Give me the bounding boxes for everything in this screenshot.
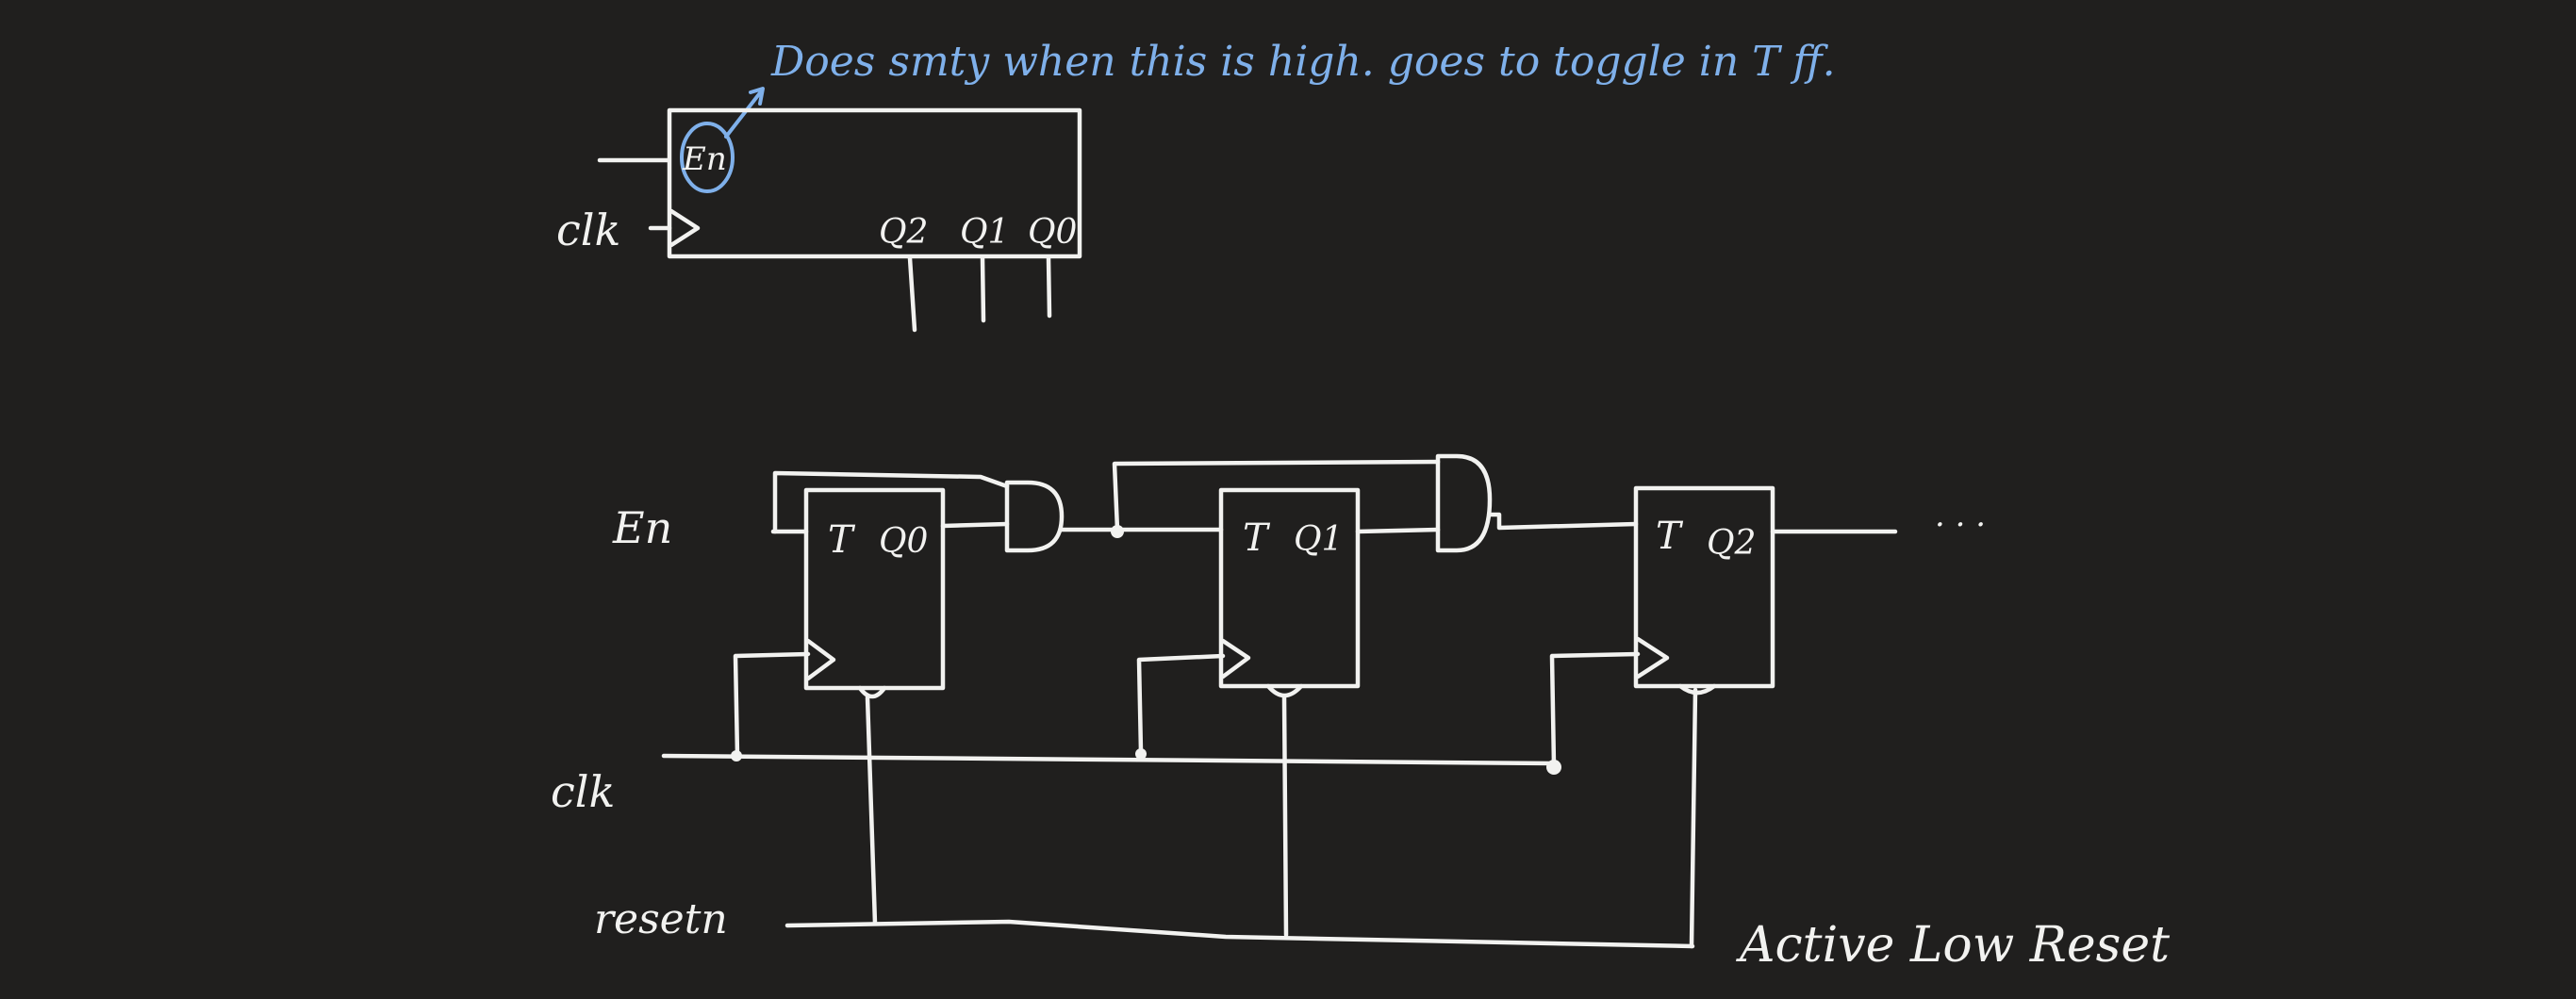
ff2-clock-triangle	[1635, 636, 1670, 680]
block-clock-triangle	[669, 208, 701, 248]
ff1-input-label: T	[1243, 516, 1271, 560]
block-output-q2-wire	[907, 255, 917, 333]
ff1-clock-triangle	[1220, 638, 1251, 680]
ff2-output-label: Q2	[1707, 524, 1756, 563]
junction-clock-ff0	[731, 750, 742, 762]
junction-clock-ff1	[1135, 748, 1147, 760]
ff2-input-label: T	[1656, 515, 1684, 558]
ff0-clock-triangle	[805, 638, 836, 681]
reset-bus	[784, 919, 1695, 949]
clock-label: clk	[551, 766, 615, 817]
and0-to-and1-wire	[1112, 459, 1441, 532]
ff1-box	[1218, 487, 1361, 689]
annotation-arrowhead	[749, 87, 765, 106]
ff2-box	[1633, 485, 1775, 689]
counter-block: En clk Q2 Q1 Q0	[556, 107, 1082, 333]
enable-circle	[680, 122, 735, 193]
annotation-arrow	[724, 89, 764, 139]
and1-to-ff2-wire	[1487, 512, 1639, 531]
annotation: Does smty when this is high. goes to tog…	[680, 38, 1836, 193]
annotation-text: Does smty when this is high. goes to tog…	[770, 38, 1836, 86]
q1-to-and1-wire	[1355, 527, 1441, 534]
enable-label: En	[612, 502, 672, 553]
block-output-q2-label: Q2	[879, 213, 928, 252]
and-gate-1	[1435, 453, 1493, 553]
clock-to-ff0	[733, 651, 811, 759]
block-output-q1-label: Q1	[960, 213, 1009, 252]
enable-bypass-wire	[772, 470, 1010, 534]
ff0-box	[803, 487, 946, 691]
ff1-output-label: Q1	[1294, 520, 1343, 559]
clock-to-ff1	[1136, 653, 1226, 755]
t-flip-flop-2: T Q2	[1633, 485, 1775, 696]
junction-and0-tap	[1111, 525, 1124, 538]
ff0-input-label: T	[828, 518, 856, 562]
clock-bus	[661, 753, 1557, 766]
counter-block-box	[667, 107, 1082, 259]
q0-to-and0-wire	[940, 521, 1010, 529]
reset-to-ff1	[1281, 695, 1289, 938]
ff0-output-label: Q0	[879, 522, 928, 561]
block-enable-label: En	[682, 140, 727, 178]
reset-to-ff2	[1689, 687, 1698, 949]
and-gate-0	[1004, 480, 1065, 553]
reset-to-ff0	[865, 695, 878, 926]
reset-label: resetn	[594, 895, 728, 943]
continuation-dots: · · ·	[1935, 506, 1986, 544]
clock-to-ff2	[1549, 651, 1641, 768]
block-clock-label: clk	[556, 205, 620, 255]
ff0-reset-bubble	[857, 685, 887, 699]
t-flip-flop-1: T Q1	[1218, 487, 1361, 698]
reset-note: Active Low Reset	[1736, 917, 2170, 974]
junction-clock-ff2	[1546, 760, 1561, 775]
block-output-q0-label: Q0	[1028, 213, 1077, 252]
t-flip-flop-0: T Q0	[803, 487, 946, 699]
